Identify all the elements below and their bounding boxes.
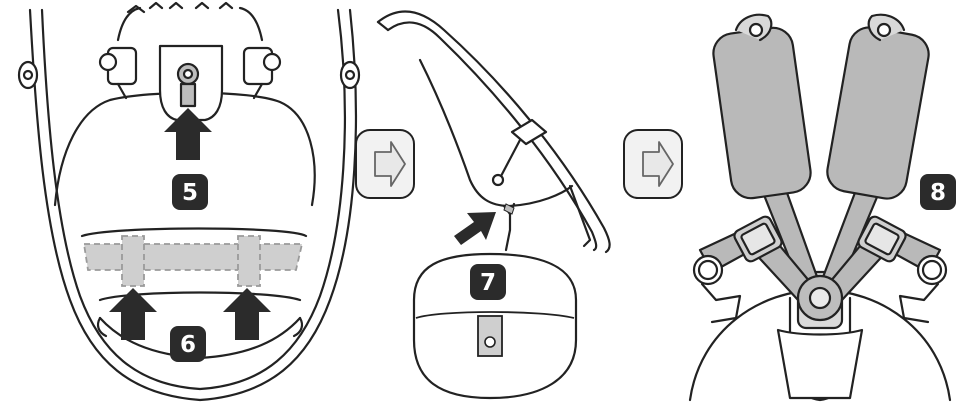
step-badge-6: 6 <box>170 326 206 362</box>
step-badge-7: 7 <box>470 264 506 300</box>
step-badge-8: 8 <box>920 174 956 210</box>
step-number-5: 5 <box>182 180 198 206</box>
step-number-6: 6 <box>180 332 196 358</box>
step-number-7: 7 <box>480 270 496 296</box>
push-arrow-icon <box>223 288 271 340</box>
next-step-arrow-icon <box>356 130 414 198</box>
step-number-8: 8 <box>930 180 946 206</box>
step-badge-5: 5 <box>172 174 208 210</box>
push-arrow-icon <box>454 212 496 245</box>
next-step-arrow-icon <box>624 130 682 198</box>
strap-guide-bar <box>84 236 302 286</box>
panel-harness-step-8 <box>690 15 950 400</box>
